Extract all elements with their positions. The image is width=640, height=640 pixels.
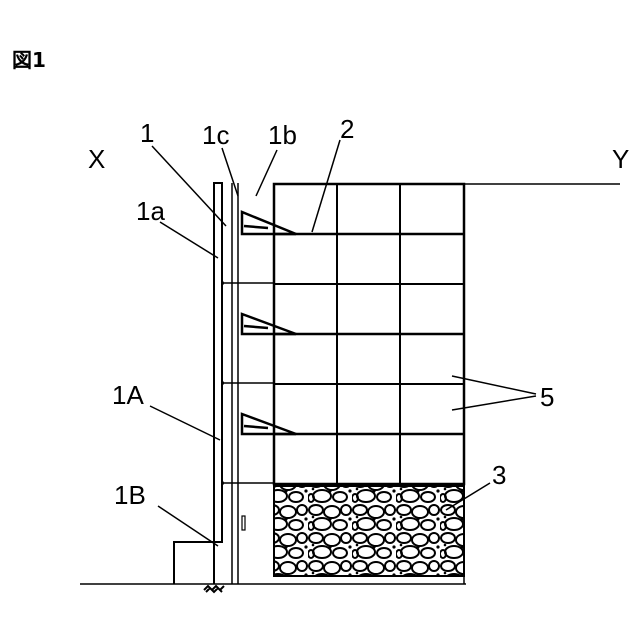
label-1c: 1c (202, 122, 229, 148)
label-1a: 1a (136, 198, 165, 224)
connector-bracket (242, 212, 296, 434)
label-1b: 1b (268, 122, 297, 148)
label-5: 5 (540, 384, 554, 410)
label-3: 3 (492, 462, 506, 488)
label-1B: 1B (114, 482, 146, 508)
crushed-stone (274, 486, 464, 576)
ground-hatch (204, 586, 224, 592)
label-1A: 1A (112, 382, 144, 408)
label-1: 1 (140, 120, 154, 146)
wall-outline-1 (174, 183, 222, 584)
label-x: X (88, 146, 105, 172)
label-2: 2 (340, 116, 354, 142)
label-y: Y (612, 146, 629, 172)
drain-slot (242, 516, 245, 530)
